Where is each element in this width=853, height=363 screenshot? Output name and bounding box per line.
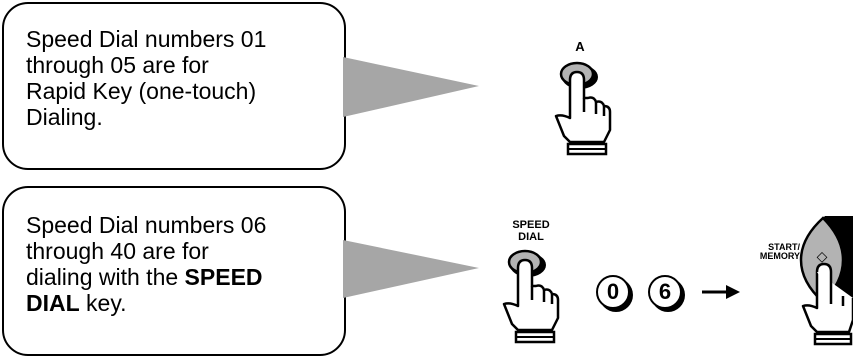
callout-speed-dial: Speed Dial numbers 06 through 40 are for… — [2, 186, 346, 356]
rapid-key-a-button-hand[interactable] — [548, 60, 628, 160]
callout-2-bold-speed: SPEED — [184, 264, 263, 290]
start-symbol-icon: ◇ — [816, 248, 828, 264]
callout-1-line-4: Dialing. — [26, 104, 103, 130]
speed-dial-key-label: SPEED DIAL — [496, 219, 566, 243]
start-memory-button-hand[interactable] — [795, 208, 853, 358]
start-memory-key-label: START/ MEMORY — [730, 242, 800, 262]
callout-2-line-2: through 40 are for — [26, 238, 209, 264]
callout-1-line-2: through 05 are for — [26, 52, 209, 78]
speed-dial-label-line-2: DIAL — [518, 230, 544, 243]
digit-6-button[interactable]: 6 — [648, 275, 682, 309]
callout-rapid-key: Speed Dial numbers 01 through 05 are for… — [2, 2, 346, 170]
pointer-wedge-2 — [343, 240, 479, 298]
pointer-wedge-1 — [343, 57, 479, 117]
callout-2-line-1: Speed Dial numbers 06 — [26, 212, 267, 238]
callout-2-bold-dial: DIAL — [26, 290, 80, 316]
callout-2-line-3: dialing with the SPEED — [26, 264, 330, 290]
speed-dial-button-hand[interactable] — [492, 248, 572, 348]
start-label-line-1: START/ — [768, 242, 800, 252]
start-label-line-2: MEMORY — [759, 251, 800, 262]
speed-dial-label-line-1: SPEED — [512, 219, 550, 231]
callout-1-line-3: Rapid Key (one-touch) — [26, 78, 257, 104]
callout-2-tail: key. — [79, 290, 127, 316]
callout-1-line-1: Speed Dial numbers 01 — [26, 26, 267, 52]
callout-2-line-4: DIAL key. — [26, 290, 330, 316]
arrow-right-icon — [702, 285, 740, 299]
rapid-key-label: A — [575, 39, 585, 54]
callout-2-line-3-text: dialing with the — [26, 264, 185, 290]
digit-0-button[interactable]: 0 — [596, 275, 630, 309]
